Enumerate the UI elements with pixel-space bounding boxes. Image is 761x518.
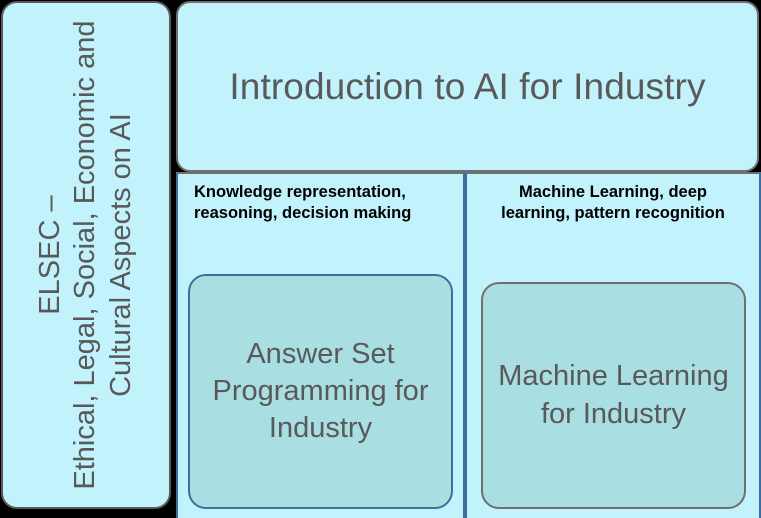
sidebar-rotated-text-wrapper: ELSEC – Ethical, Legal, Social, Economic… bbox=[33, 20, 139, 490]
column-caption-machine-learning: Machine Learning, deep learning, pattern… bbox=[501, 183, 725, 223]
sidebar-elsec-box[interactable]: ELSEC – Ethical, Legal, Social, Economic… bbox=[1, 1, 171, 509]
column-machine-learning[interactable]: Machine Learning, deep learning, pattern… bbox=[465, 172, 761, 518]
column-knowledge-representation[interactable]: Knowledge representation, reasoning, dec… bbox=[176, 172, 465, 518]
content-region: Introduction to AI for Industry Knowledg… bbox=[176, 0, 761, 518]
sidebar-label-line-2: Ethical, Legal, Social, Economic and Cul… bbox=[69, 20, 137, 490]
sidebar-label-line-1: ELSEC – bbox=[33, 195, 66, 315]
card-answer-set-programming[interactable]: Answer Set Programming for Industry bbox=[188, 274, 453, 509]
title-box[interactable]: Introduction to AI for Industry bbox=[176, 1, 759, 172]
card-machine-learning[interactable]: Machine Learning for Industry bbox=[481, 282, 746, 509]
sidebar-label: ELSEC – Ethical, Legal, Social, Economic… bbox=[33, 20, 139, 490]
card-label-answer-set-programming: Answer Set Programming for Industry bbox=[212, 337, 429, 445]
card-label-machine-learning: Machine Learning for Industry bbox=[498, 360, 729, 430]
page-title: Introduction to AI for Industry bbox=[229, 65, 706, 107]
column-caption-knowledge-representation: Knowledge representation, reasoning, dec… bbox=[194, 183, 412, 223]
